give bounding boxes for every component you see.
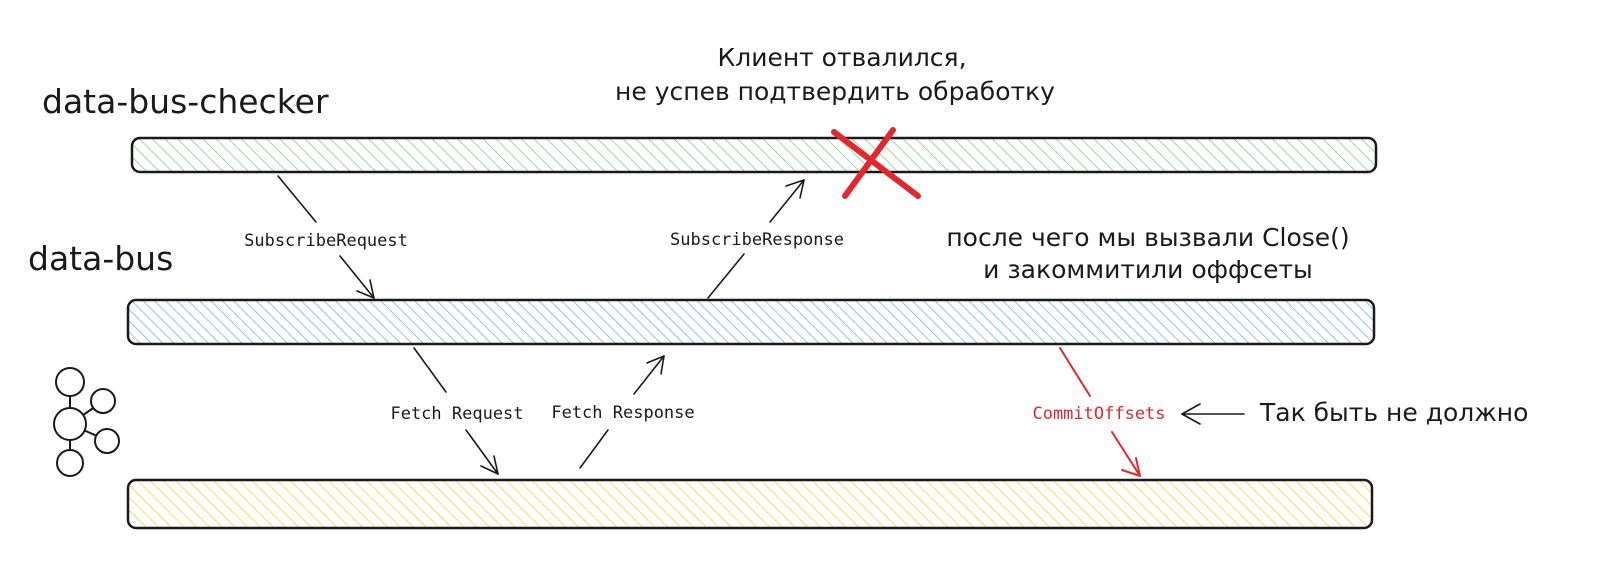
lane-checker <box>130 136 1378 174</box>
lane-label-checker: data-bus-checker <box>42 82 329 121</box>
lane-kafka <box>126 478 1374 530</box>
arrow-fetch-request <box>413 347 499 475</box>
cross-icon <box>831 127 921 199</box>
kafka-logo-icon <box>53 367 120 477</box>
note-after-close-line2: и закоммитили оффсеты <box>983 255 1313 284</box>
note-should-not-be: Так быть не должно <box>1259 398 1528 427</box>
lane-label-bus: data-bus <box>28 239 173 278</box>
note-client-dropped-line2: не успев подтвердить обработку <box>615 77 1055 106</box>
label-fetch-request: Fetch Request <box>390 404 523 424</box>
label-fetch-response: Fetch Response <box>551 403 694 423</box>
arrow-subscribe-request <box>277 175 375 299</box>
note-after-close-line1: после чего мы вызвали Close() <box>946 223 1349 252</box>
label-commit-offsets: CommitOffsets <box>1032 404 1165 424</box>
arrow-left-icon <box>1181 403 1245 425</box>
arrow-subscribe-response <box>707 179 805 299</box>
arrow-fetch-response <box>579 355 665 469</box>
lane-bus <box>126 298 1376 346</box>
arrow-commit-offsets <box>1059 347 1141 477</box>
note-client-dropped-line1: Клиент отвалился, <box>717 43 966 72</box>
label-subscribe-response: SubscribeResponse <box>670 230 844 250</box>
label-subscribe-request: SubscribeRequest <box>244 231 408 251</box>
